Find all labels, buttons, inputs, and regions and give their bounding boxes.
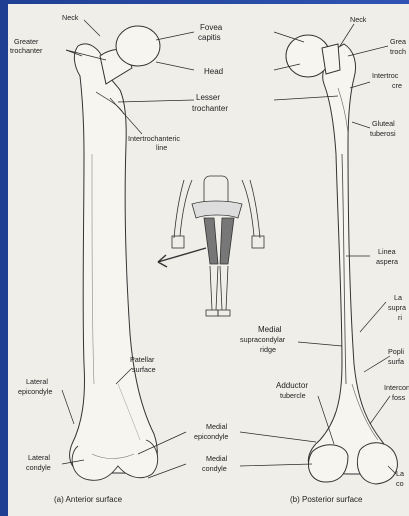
posterior-condyle-medial: [308, 445, 348, 482]
anterior-femur-head: [116, 26, 160, 66]
label-medial-supra-1: Medial: [258, 325, 282, 334]
anterior-femur-shaft: [70, 44, 158, 474]
label-linea-1: Linea: [378, 247, 396, 256]
label-fovea-1: Fovea: [200, 23, 223, 32]
label-lateral-condyle-1: Lateral: [28, 453, 50, 462]
label-popliteal-1: Popli: [388, 347, 404, 356]
label-medial-condyle-1: Medial: [206, 454, 228, 463]
caption-anterior: (a) Anterior surface: [54, 495, 123, 504]
label-medial-condyle-2: condyle: [202, 464, 227, 473]
label-neck-posterior: Neck: [350, 15, 367, 24]
label-fovea-2: capitis: [198, 33, 221, 42]
label-intertroch-crest-1: Intertroc: [372, 71, 399, 80]
label-patellar-2: surface: [132, 365, 156, 374]
label-neck-anterior: Neck: [62, 13, 79, 22]
femur-figure: Neck Greater trochanter Fovea capitis He…: [8, 4, 409, 516]
label-lateral-supra-2: supra: [388, 303, 406, 312]
anterior-femur: [70, 26, 160, 480]
label-gluteal-2: tuberosi: [370, 129, 396, 138]
label-greater-posterior-1: Grea: [390, 37, 406, 46]
label-lateral-epicondyle-2: epicondyle: [18, 387, 52, 396]
label-medial-supra-2: supracondylar: [240, 335, 286, 344]
label-popliteal-2: surfa: [388, 357, 404, 366]
label-greater-posterior-2: troch: [390, 47, 406, 56]
caption-posterior: (b) Posterior surface: [290, 495, 363, 504]
label-patellar-1: Patellar: [130, 355, 155, 364]
label-intercondylar-1: Intercon: [384, 383, 409, 392]
label-lateral-condyle-post-2: co: [396, 479, 404, 488]
skeleton-inset: [158, 176, 264, 316]
label-medial-epicondyle-1: Medial: [206, 422, 228, 431]
label-lateral-condyle-2: condyle: [26, 463, 51, 472]
label-medial-supra-3: ridge: [260, 345, 276, 354]
label-lesser-trochanter-1: Lesser: [196, 93, 220, 102]
label-linea-2: aspera: [376, 257, 398, 266]
label-lateral-supra-3: ri: [398, 313, 402, 322]
femur-diagram: Neck Greater trochanter Fovea capitis He…: [8, 4, 409, 516]
label-head: Head: [204, 67, 223, 76]
label-intertroch-crest-2: cre: [392, 81, 402, 90]
label-intercondylar-2: foss: [392, 393, 406, 402]
label-gluteal-1: Gluteal: [372, 119, 395, 128]
label-adductor-2: tubercle: [280, 391, 306, 400]
label-medial-epicondyle-2: epicondyle: [194, 432, 228, 441]
label-greater-trochanter-1: Greater: [14, 37, 39, 46]
label-lesser-trochanter-2: trochanter: [192, 104, 228, 113]
posterior-condyle-lateral: [357, 443, 397, 484]
label-lateral-epicondyle-1: Lateral: [26, 377, 48, 386]
label-intertrochanteric-2: line: [156, 143, 167, 152]
anterior-condyles: [72, 440, 158, 480]
label-lateral-condyle-post-1: La: [396, 469, 404, 478]
label-greater-trochanter-2: trochanter: [10, 46, 43, 55]
label-lateral-supra-1: La: [394, 293, 402, 302]
label-intertrochanteric-1: Intertrochanteric: [128, 134, 180, 143]
label-adductor-1: Adductor: [276, 381, 308, 390]
